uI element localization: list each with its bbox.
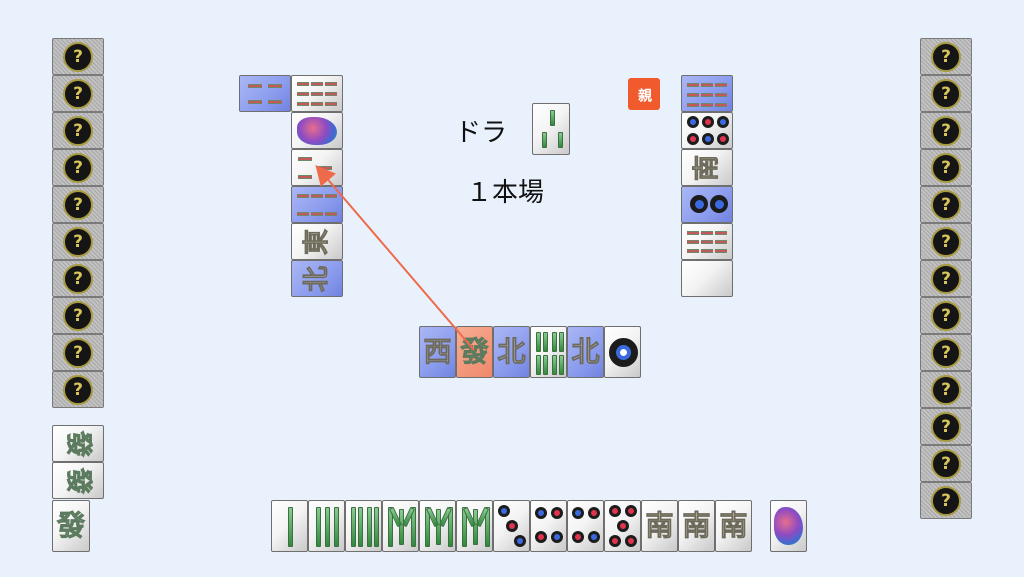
question-icon: ? [931,300,961,331]
hand-tile-5-pin[interactable] [604,500,641,552]
discard-tile-sou [239,75,291,112]
hand-tile-south[interactable]: 南 [715,500,752,552]
hand-tile-1-sou[interactable] [271,500,308,552]
discard-tile-west: 西 [419,326,456,378]
discard-tile-north: 北 [567,326,604,378]
hidden-tile: ? [52,112,104,149]
question-icon: ? [63,374,93,405]
hand-tile-3-pin[interactable] [493,500,530,552]
discard-tile-sou [681,75,733,112]
discard-tile-8-sou [530,326,567,378]
hidden-tile: ? [52,260,104,297]
hidden-tile: ? [920,112,972,149]
question-icon: ? [63,226,93,257]
discard-tile-1-sou-bird [291,112,343,149]
question-icon: ? [931,41,961,72]
hidden-tile: ? [920,186,972,223]
hidden-tile: ? [920,149,972,186]
hand-tile-south[interactable]: 南 [678,500,715,552]
hidden-tile: ? [52,297,104,334]
discard-tile-pin [681,112,733,149]
hidden-tile: ? [52,149,104,186]
bird-icon [773,507,804,545]
question-icon: ? [63,263,93,294]
dealer-badge: 親 [628,78,660,110]
meld-tile-hatsu: 發 [52,462,104,499]
discard-tile-hatsu: 發 [456,326,493,378]
question-icon: ? [931,226,961,257]
meld-tile-hatsu: 發 [52,500,90,552]
hidden-tile: ? [920,38,972,75]
question-icon: ? [63,78,93,109]
dora-label: ドラ [455,118,508,148]
question-icon: ? [63,300,93,331]
question-icon: ? [63,152,93,183]
hand-tile-4-sou[interactable] [345,500,382,552]
question-icon: ? [931,337,961,368]
discard-tile-white-dragon [681,260,733,297]
question-icon: ? [931,374,961,405]
hidden-tile: ? [920,260,972,297]
hand-tile-4-pin[interactable] [530,500,567,552]
question-icon: ? [63,189,93,220]
discard-tile-1-pin [604,326,641,378]
question-icon: ? [931,152,961,183]
discard-tile-sou [681,223,733,260]
hidden-tile: ? [920,75,972,112]
hand-tile-3-sou[interactable] [308,500,345,552]
hidden-tile: ? [52,334,104,371]
hand-tile-5-sou[interactable] [382,500,419,552]
honba-counter: １本場 [466,178,545,208]
hidden-tile: ? [920,445,972,482]
hidden-tile: ? [920,297,972,334]
discard-tile-pin [681,186,733,223]
discard-tile-south: 南 [681,149,733,186]
hand-tile-5-sou[interactable] [456,500,493,552]
meld-tile-hatsu: 發 [52,425,104,462]
question-icon: ? [63,115,93,146]
hidden-tile: ? [920,408,972,445]
hidden-tile: ? [52,186,104,223]
question-icon: ? [931,485,961,516]
hand-tile-south[interactable]: 南 [641,500,678,552]
question-icon: ? [931,263,961,294]
question-icon: ? [931,78,961,109]
bird-icon [297,116,337,145]
question-icon: ? [931,411,961,442]
hidden-tile: ? [920,223,972,260]
question-icon: ? [931,115,961,146]
question-icon: ? [63,337,93,368]
hidden-tile: ? [920,482,972,519]
hidden-tile: ? [52,223,104,260]
discard-tile-north: 北 [493,326,530,378]
hidden-tile: ? [52,371,104,408]
question-icon: ? [931,189,961,220]
hidden-tile: ? [920,371,972,408]
dora-indicator-tile [532,103,570,155]
discard-tile-sou [291,75,343,112]
question-icon: ? [63,41,93,72]
discard-tile-east: 東 [291,223,343,260]
hidden-tile: ? [52,75,104,112]
discard-tile-north: 北 [291,260,343,297]
drawn-tile-1-sou-bird[interactable] [770,500,807,552]
hidden-tile: ? [920,334,972,371]
hand-tile-5-sou[interactable] [419,500,456,552]
discard-tile-sou [291,186,343,223]
hidden-tile: ? [52,38,104,75]
question-icon: ? [931,448,961,479]
hand-tile-4-pin[interactable] [567,500,604,552]
